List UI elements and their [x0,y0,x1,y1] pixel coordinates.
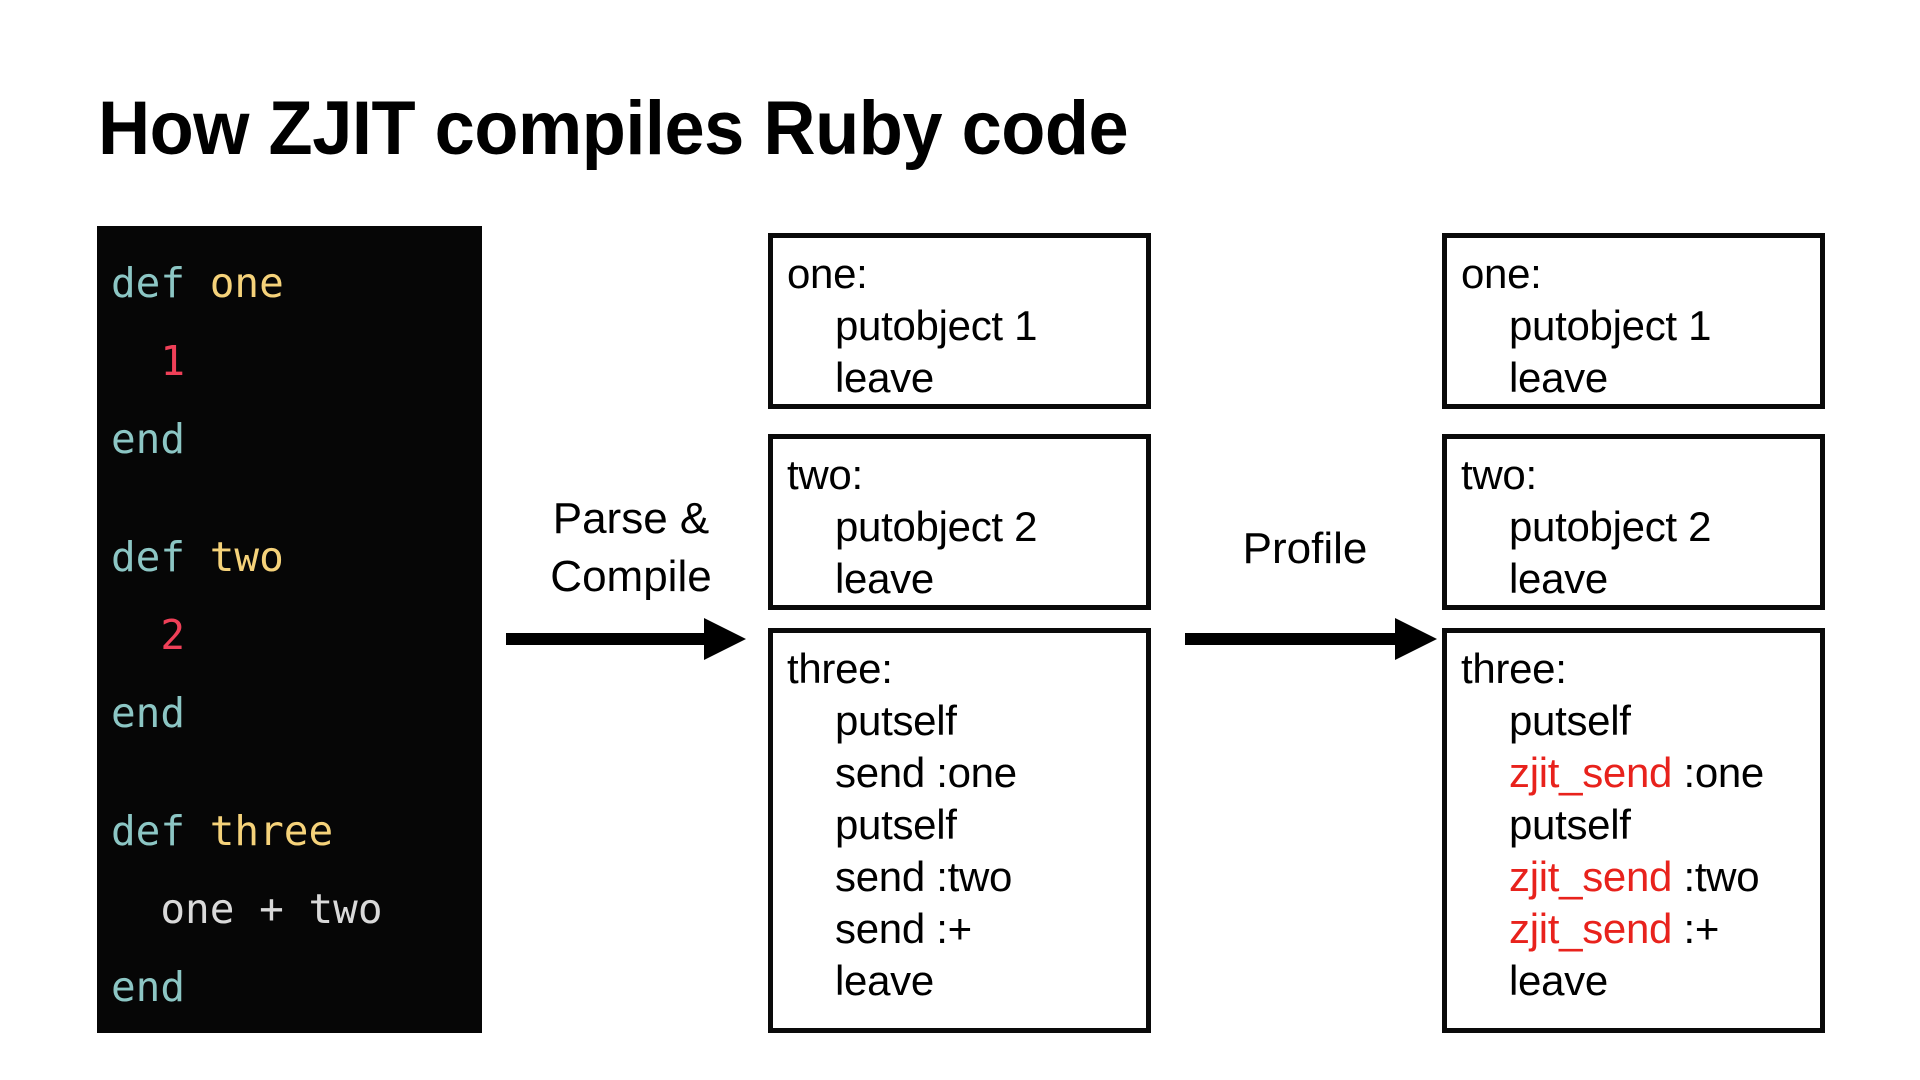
bytecode-instruction: leave [787,553,1146,605]
code-token-number: 2 [111,611,186,659]
bytecode-text: send :one [835,749,1017,796]
code-blank-line [97,478,482,518]
bytecode-text: putobject 1 [835,302,1038,349]
bytecode-box-profiled-bytecode-two: two: putobject 2 leave [1442,434,1825,610]
bytecode-instruction: putself [1461,695,1820,747]
bytecode-instruction: zjit_send :one [1461,747,1820,799]
bytecode-text: :+ [1672,905,1720,952]
bytecode-instruction: leave [787,955,1146,1007]
arrow-head [1395,618,1437,660]
arrow-head [704,618,746,660]
bytecode-box-compiled-bytecode-one: one: putobject 1 leave [768,233,1151,409]
bytecode-text: putobject 2 [1509,503,1712,550]
arrow-profile [1185,618,1437,660]
code-token-keyword: def [111,259,210,307]
bytecode-text: putself [835,697,957,744]
code-token-method-name: one [209,259,284,307]
page-title: How ZJIT compiles Ruby code [98,86,1129,171]
code-line: 2 [97,596,482,674]
code-token-number: 1 [111,337,186,385]
code-token-keyword: def [111,533,210,581]
bytecode-instruction: putself [787,695,1146,747]
bytecode-box-compiled-bytecode-three: three: putself send :one putself send :two se… [768,628,1151,1033]
bytecode-instruction: putobject 1 [1461,300,1820,352]
code-token-keyword: def [111,807,210,855]
bytecode-instruction: putobject 1 [787,300,1146,352]
code-blank-line [97,752,482,792]
code-line: end [97,674,482,752]
bytecode-box-compiled-bytecode-two: two: putobject 2 leave [768,434,1151,610]
code-token-plain: one + two [111,885,383,933]
bytecode-text: putself [1509,801,1631,848]
bytecode-text: leave [1509,555,1608,602]
zjit-send-opcode: zjit_send [1509,853,1673,900]
bytecode-instruction: putself [1461,799,1820,851]
bytecode-text: one: [787,250,868,297]
bytecode-text: :two [1672,853,1760,900]
bytecode-text: leave [835,555,934,602]
bytecode-text: two: [1461,451,1537,498]
zjit-send-opcode: zjit_send [1509,905,1673,952]
bytecode-text: putobject 1 [1509,302,1712,349]
bytecode-text: leave [1509,957,1608,1004]
bytecode-instruction: send :one [787,747,1146,799]
code-line: end [97,400,482,478]
code-token-keyword: end [111,689,186,737]
code-line: def three [97,792,482,870]
bytecode-text: :one [1672,749,1764,796]
code-token-method-name: three [209,807,334,855]
bytecode-label: one: [787,248,1146,300]
bytecode-instruction: zjit_send :+ [1461,903,1820,955]
bytecode-instruction: putobject 2 [1461,501,1820,553]
bytecode-instruction: leave [1461,553,1820,605]
bytecode-text: putobject 2 [835,503,1038,550]
bytecode-box-profiled-bytecode-one: one: putobject 1 leave [1442,233,1825,409]
code-token-method-name: two [209,533,284,581]
bytecode-text: leave [835,957,934,1004]
bytecode-text: leave [1509,354,1608,401]
bytecode-text: one: [1461,250,1542,297]
code-line: def one [97,244,482,322]
bytecode-label: one: [1461,248,1820,300]
bytecode-instruction: leave [1461,955,1820,1007]
arrow-shaft [1185,633,1399,645]
bytecode-text: send :+ [835,905,972,952]
bytecode-instruction: leave [1461,352,1820,404]
ruby-source-code-panel: def one 1 end def two 2 end def three one + … [97,226,482,1033]
code-line: 1 [97,322,482,400]
bytecode-text: three: [1461,645,1567,692]
arrow-shaft [506,633,708,645]
zjit-send-opcode: zjit_send [1509,749,1673,796]
code-line: def two [97,518,482,596]
bytecode-text: putself [1509,697,1631,744]
code-token-keyword: end [111,415,186,463]
bytecode-text: send :two [835,853,1013,900]
bytecode-text: putself [835,801,957,848]
bytecode-text: two: [787,451,863,498]
bytecode-label: three: [1461,643,1820,695]
code-line: end [97,948,482,1026]
code-token-keyword: end [111,963,186,1011]
stage-label-profile: Profile [1242,524,1368,573]
bytecode-label: two: [787,449,1146,501]
bytecode-text: leave [835,354,934,401]
stage-label-parse-compile: Parse & Compile [550,494,712,601]
bytecode-instruction: putobject 2 [787,501,1146,553]
bytecode-label: two: [1461,449,1820,501]
arrow-parse-compile [506,618,746,660]
bytecode-instruction: send :+ [787,903,1146,955]
bytecode-instruction: leave [787,352,1146,404]
bytecode-instruction: putself [787,799,1146,851]
bytecode-instruction: send :two [787,851,1146,903]
bytecode-text: three: [787,645,893,692]
bytecode-label: three: [787,643,1146,695]
code-line: one + two [97,870,482,948]
bytecode-instruction: zjit_send :two [1461,851,1820,903]
